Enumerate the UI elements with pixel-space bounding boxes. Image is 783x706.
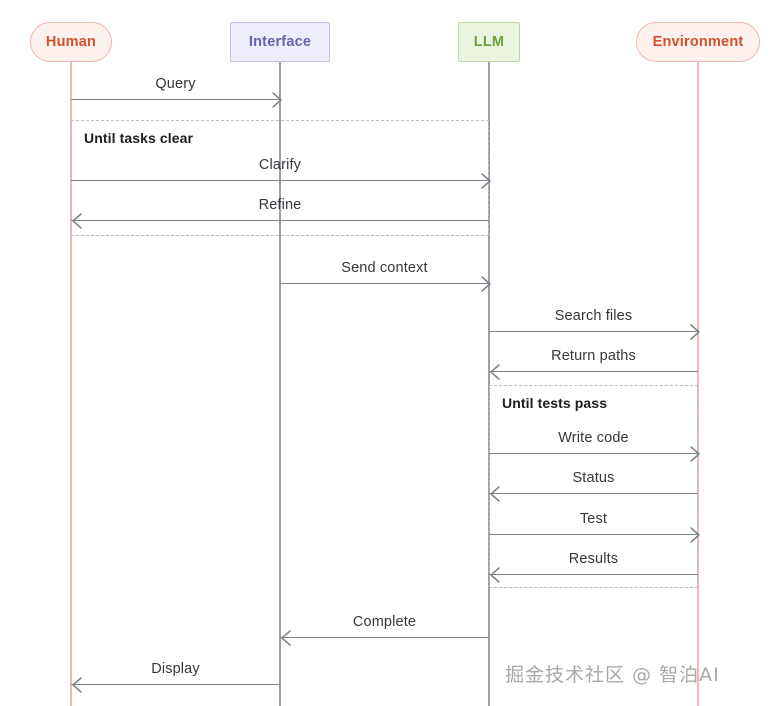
- lifeline-human: [70, 62, 72, 706]
- participant-label: LLM: [473, 34, 505, 50]
- message-line-return-paths: [489, 371, 698, 373]
- arrowhead-left-icon: [489, 485, 502, 502]
- message-line-results: [489, 574, 698, 576]
- fragment-label-loop-tests: Until tests pass: [502, 395, 608, 411]
- message-line-query: [71, 99, 280, 101]
- message-line-refine: [71, 220, 489, 222]
- message-label-query: Query: [155, 76, 196, 92]
- participant-llm[interactable]: LLM: [458, 22, 520, 62]
- message-line-send-context: [280, 283, 489, 285]
- message-line-search-files: [489, 331, 698, 333]
- message-line-test: [489, 534, 698, 536]
- message-label-status: Status: [572, 470, 615, 486]
- participant-interface[interactable]: Interface: [230, 22, 330, 62]
- fragment-label-loop-tasks: Until tasks clear: [84, 130, 194, 146]
- arrowhead-left-icon: [71, 676, 84, 693]
- arrowhead-left-icon: [71, 212, 84, 229]
- participant-label: Environment: [652, 34, 744, 50]
- arrowhead-right-icon: [480, 275, 493, 292]
- message-line-status: [489, 493, 698, 495]
- message-label-clarify: Clarify: [258, 157, 302, 173]
- arrowhead-right-icon: [480, 172, 493, 189]
- message-label-send-context: Send context: [341, 260, 428, 276]
- message-label-test: Test: [579, 511, 608, 527]
- arrowhead-right-icon: [689, 323, 702, 340]
- lifeline-llm: [488, 62, 490, 706]
- message-line-display: [71, 684, 280, 686]
- message-line-clarify: [71, 180, 489, 182]
- lifeline-environment: [697, 62, 699, 706]
- participant-human[interactable]: Human: [30, 22, 112, 62]
- message-label-refine: Refine: [258, 197, 302, 213]
- arrowhead-right-icon: [689, 445, 702, 462]
- lifeline-interface: [279, 62, 281, 706]
- fragment-loop-tasks: [71, 120, 489, 236]
- message-label-complete: Complete: [352, 614, 417, 630]
- arrowhead-left-icon: [489, 363, 502, 380]
- message-line-write-code: [489, 453, 698, 455]
- arrowhead-left-icon: [280, 629, 293, 646]
- fragment-loop-tests: [489, 385, 698, 588]
- message-line-complete: [280, 637, 489, 639]
- arrowhead-left-icon: [489, 566, 502, 583]
- participant-label: Human: [45, 34, 97, 50]
- participant-environment[interactable]: Environment: [636, 22, 760, 62]
- message-label-return-paths: Return paths: [551, 348, 636, 364]
- message-label-write-code: Write code: [558, 430, 629, 446]
- message-label-display: Display: [151, 661, 200, 677]
- message-label-results: Results: [568, 551, 619, 567]
- message-label-search-files: Search files: [554, 308, 633, 324]
- watermark: 掘金技术社区 @ 智泊AI: [505, 664, 720, 686]
- participant-label: Interface: [248, 34, 312, 50]
- arrowhead-right-icon: [689, 526, 702, 543]
- arrowhead-right-icon: [271, 91, 284, 108]
